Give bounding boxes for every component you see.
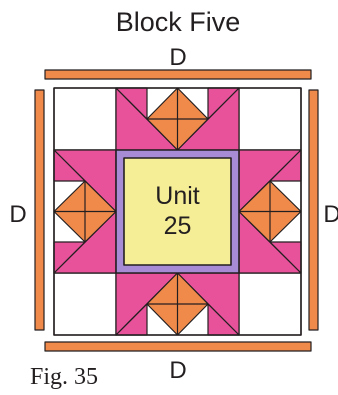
corner-square-bottom-left (53, 272, 117, 336)
label-right-d: D (323, 201, 338, 228)
block-outline (53, 87, 302, 336)
border-strip-top (44, 69, 312, 80)
border-strip-left (34, 89, 45, 331)
star-points-bottom (115, 272, 240, 336)
star-points-right (238, 149, 302, 274)
label-left-d: D (9, 201, 26, 228)
center-square (123, 157, 232, 266)
star-points-left (53, 149, 117, 274)
corner-square-bottom-right (238, 272, 302, 336)
border-strip-right (308, 89, 319, 331)
corner-squares (53, 87, 302, 336)
block-title: Block Five (116, 7, 241, 37)
label-bottom-d: D (169, 357, 186, 384)
label-top-d: D (169, 44, 186, 71)
center-label-number: 25 (164, 212, 192, 240)
center-label-unit: Unit (155, 182, 200, 210)
border-strip-bottom (44, 341, 312, 352)
figure-caption: Fig. 35 (30, 364, 98, 390)
corner-square-top-left (53, 87, 117, 151)
star-points-top (115, 87, 240, 151)
corner-square-top-right (238, 87, 302, 151)
